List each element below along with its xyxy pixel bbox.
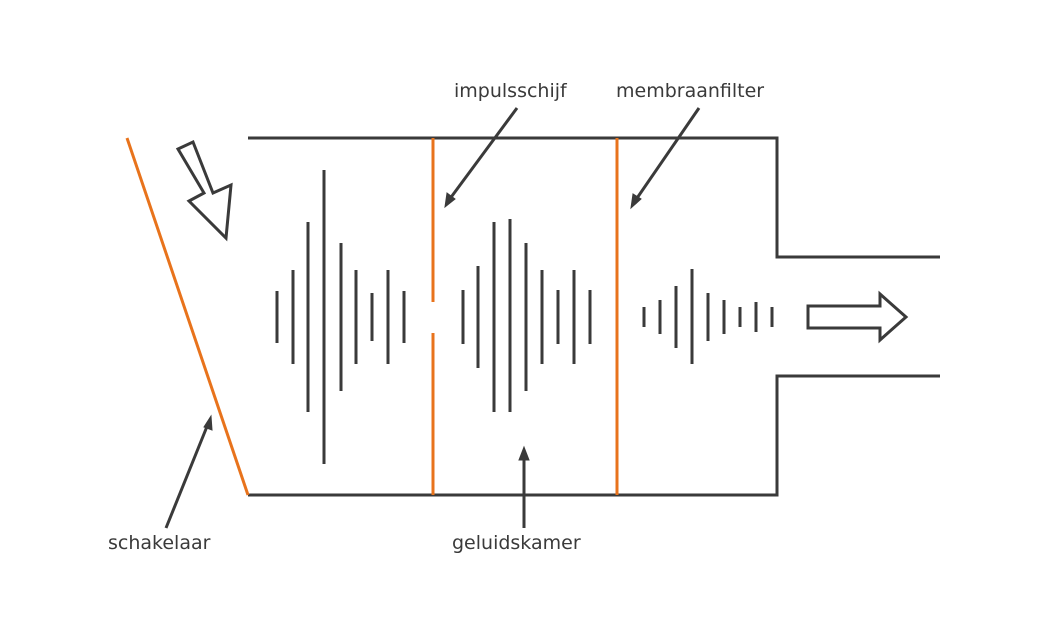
pointer-switch xyxy=(164,423,210,529)
down-right-arrow-icon xyxy=(175,139,233,242)
sound-wave-left xyxy=(275,170,406,464)
label-membrane-filter: membraanfilter xyxy=(616,80,764,102)
label-sound-chamber: geluidskamer xyxy=(452,532,581,554)
pointer-membrane-filter-head xyxy=(630,193,642,210)
housing-outline xyxy=(248,136,940,497)
label-impulse-disc: impulsschijf xyxy=(454,80,568,102)
pointer-sound-chamber-head xyxy=(518,445,530,461)
switch-line xyxy=(125,137,250,496)
pointer-switch-head xyxy=(203,414,213,431)
right-arrow-icon xyxy=(806,290,909,344)
pointer-impulse-disc-head xyxy=(444,192,456,209)
pointer-impulse-disc xyxy=(447,107,519,201)
sound-wave-middle xyxy=(461,219,592,412)
label-switch: schakelaar xyxy=(108,532,211,554)
sound-wave-right xyxy=(642,269,774,364)
pointer-membrane-filter xyxy=(633,107,701,202)
